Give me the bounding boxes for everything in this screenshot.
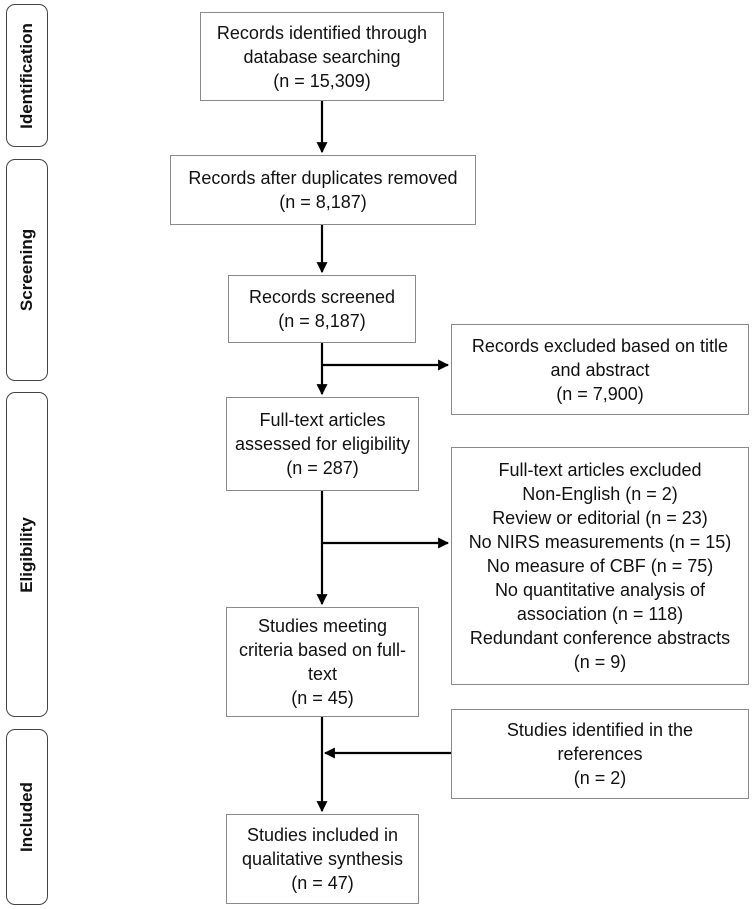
text-line: text	[307, 664, 337, 684]
text-line: references	[557, 744, 643, 764]
text-line: database searching	[243, 46, 401, 67]
text-line: and abstract	[550, 359, 650, 380]
text-line: Studies included in	[246, 825, 399, 845]
text-line: No measure of CBF (n = 75)	[486, 556, 714, 576]
text-line: (n = 9)	[573, 652, 627, 672]
text-line: (n = 7,900)	[556, 383, 644, 404]
box-records-screened: Records screened (n = 8,187)	[228, 275, 416, 343]
phase-included: Included	[6, 729, 48, 905]
box-fulltext-excluded: Full-text articles excluded Non-English …	[451, 447, 749, 685]
text-line: (n = 47)	[291, 873, 354, 893]
text-line: assessed for eligibility	[234, 434, 411, 454]
phase-screening: Screening	[6, 159, 48, 381]
text-line: Records excluded based on title	[471, 335, 729, 356]
text-line: No NIRS measurements (n = 15)	[468, 532, 732, 552]
text-line: criteria based on full-	[238, 640, 407, 660]
box-studies-meeting-criteria: Studies meeting criteria based on full- …	[226, 607, 419, 717]
text-line: Full-text articles	[259, 410, 386, 430]
box-fulltext-assessed: Full-text articles assessed for eligibil…	[226, 397, 419, 491]
text-line: Studies identified in the	[506, 720, 694, 740]
phase-identification: Identification	[6, 4, 48, 147]
box-records-identified: Records identified through database sear…	[200, 12, 444, 101]
box-excluded-title-abstract: Records excluded based on title and abst…	[451, 324, 749, 415]
text-line: Review or editorial (n = 23)	[492, 508, 708, 528]
text-line: association (n = 118)	[516, 604, 684, 624]
text-line: Redundant conference abstracts	[469, 628, 731, 648]
text-line: Full-text articles excluded	[498, 460, 702, 480]
text-line: (n = 15,309)	[273, 70, 371, 91]
text-line: Non-English (n = 2)	[522, 484, 678, 504]
text-line: Studies meeting	[257, 616, 388, 636]
text-line: (n = 8,187)	[279, 192, 367, 212]
text-line: qualitative synthesis	[241, 849, 404, 869]
text-line: (n = 45)	[291, 688, 354, 708]
text-line: (n = 8,187)	[278, 311, 366, 331]
text-line: (n = 287)	[286, 458, 359, 478]
phase-eligibility: Eligibility	[6, 392, 48, 717]
box-studies-included: Studies included in qualitative synthesi…	[226, 814, 419, 904]
text-line: Records screened	[248, 287, 396, 307]
box-after-duplicates: Records after duplicates removed (n = 8,…	[170, 155, 476, 225]
text-line: Records after duplicates removed	[188, 168, 458, 188]
text-line: (n = 2)	[573, 768, 627, 788]
text-line: No quantitative analysis of	[494, 580, 706, 600]
box-identified-in-references: Studies identified in the references (n …	[451, 709, 749, 799]
text-line: Records identified through	[216, 22, 428, 43]
